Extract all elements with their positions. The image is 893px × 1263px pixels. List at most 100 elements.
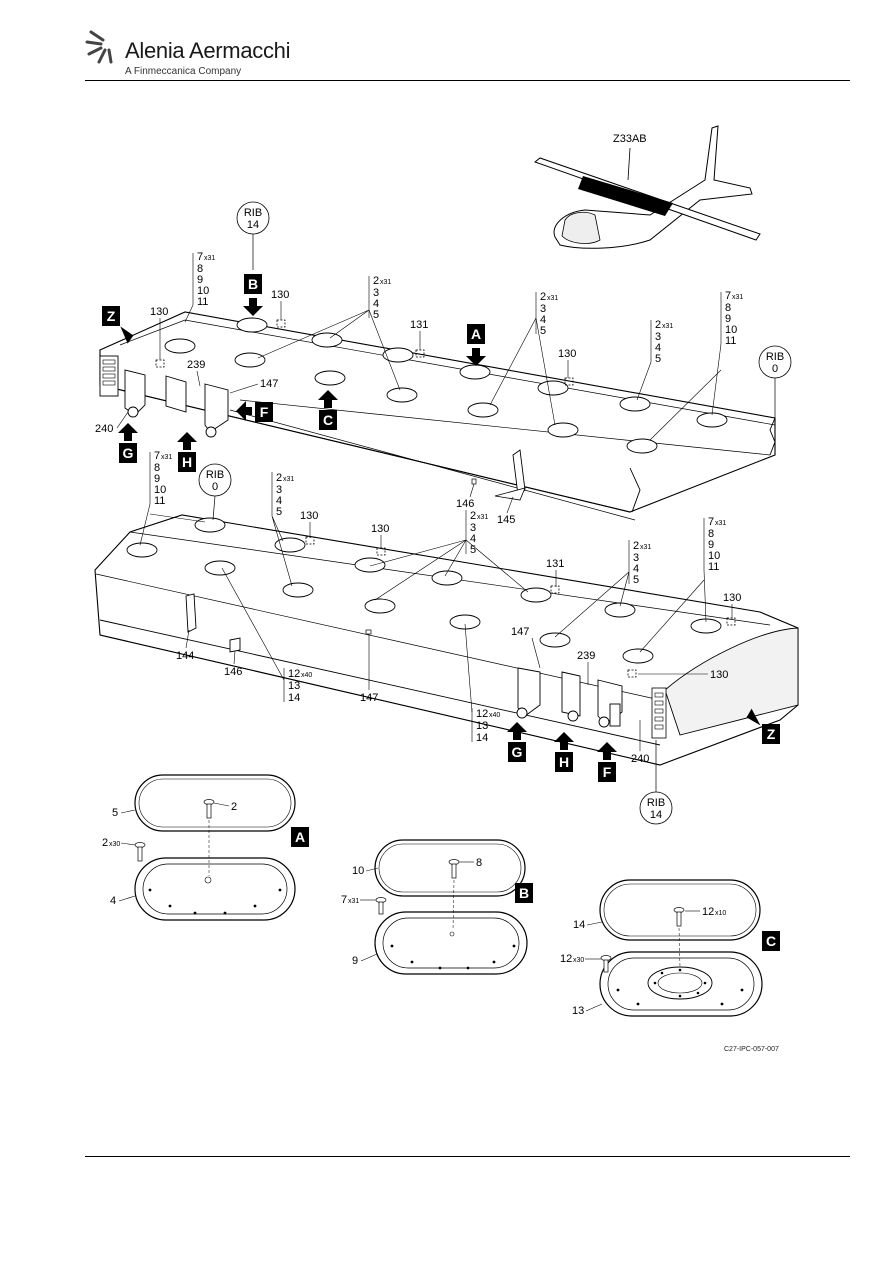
svg-text:RIB: RIB <box>244 207 262 219</box>
svg-text:13: 13 <box>288 680 300 692</box>
svg-text:145: 145 <box>497 514 515 526</box>
svg-text:10: 10 <box>352 865 364 877</box>
svg-text:x31: x31 <box>348 898 359 905</box>
svg-text:x30: x30 <box>573 957 584 964</box>
svg-text:x31: x31 <box>283 476 294 483</box>
svg-text:A: A <box>471 326 481 342</box>
svg-text:130: 130 <box>558 348 576 360</box>
svg-text:8: 8 <box>154 462 160 474</box>
svg-text:3: 3 <box>540 303 546 315</box>
svg-text:x30: x30 <box>109 841 120 848</box>
svg-text:Z: Z <box>107 308 116 324</box>
svg-text:5: 5 <box>540 325 546 337</box>
svg-text:7: 7 <box>708 516 714 528</box>
svg-text:0: 0 <box>212 481 218 493</box>
svg-text:239: 239 <box>577 650 595 662</box>
view-indicators: B A C F G H Z G H F Z <box>102 274 780 782</box>
aircraft-locator: Z33AB <box>533 125 761 249</box>
svg-text:131: 131 <box>546 558 564 570</box>
svg-text:146: 146 <box>456 498 474 510</box>
svg-text:240: 240 <box>95 423 113 435</box>
svg-text:B: B <box>248 276 258 292</box>
svg-text:12: 12 <box>560 953 572 965</box>
svg-text:13: 13 <box>572 1005 584 1017</box>
svg-text:9: 9 <box>154 473 160 485</box>
brand-tagline: A Finmeccanica Company <box>125 66 242 77</box>
svg-text:x31: x31 <box>161 454 172 461</box>
svg-text:x31: x31 <box>732 294 743 301</box>
svg-text:3: 3 <box>470 522 476 534</box>
svg-text:3: 3 <box>373 287 379 299</box>
svg-text:G: G <box>123 445 134 461</box>
svg-text:x40: x40 <box>489 712 500 719</box>
svg-text:130: 130 <box>271 289 289 301</box>
svg-text:239: 239 <box>187 359 205 371</box>
svg-text:x31: x31 <box>204 255 215 262</box>
company-logo-icon <box>85 30 113 64</box>
svg-text:13: 13 <box>476 720 488 732</box>
svg-text:2: 2 <box>470 510 476 522</box>
svg-text:14: 14 <box>247 219 259 231</box>
svg-text:12: 12 <box>476 708 488 720</box>
svg-text:x40: x40 <box>301 672 312 679</box>
svg-text:5: 5 <box>470 544 476 556</box>
svg-text:130: 130 <box>723 592 741 604</box>
svg-text:14: 14 <box>573 919 585 931</box>
svg-text:8: 8 <box>476 857 482 869</box>
svg-text:3: 3 <box>655 331 661 343</box>
svg-text:11: 11 <box>708 561 719 573</box>
svg-text:147: 147 <box>360 692 378 704</box>
svg-text:F: F <box>260 404 269 420</box>
svg-text:4: 4 <box>373 298 379 310</box>
svg-text:4: 4 <box>276 495 282 507</box>
detail-b: B 10 8 7 x31 9 <box>341 839 533 975</box>
svg-text:5: 5 <box>633 574 639 586</box>
svg-text:10: 10 <box>197 285 209 297</box>
svg-text:Z: Z <box>767 726 776 742</box>
svg-text:11: 11 <box>197 296 208 308</box>
svg-text:x31: x31 <box>662 323 673 330</box>
brand-name: Alenia Aermacchi <box>125 38 291 63</box>
svg-text:4: 4 <box>655 342 661 354</box>
svg-text:x31: x31 <box>715 520 726 527</box>
svg-text:2: 2 <box>231 801 237 813</box>
svg-text:2: 2 <box>540 291 546 303</box>
svg-text:9: 9 <box>352 955 358 967</box>
svg-text:RIB: RIB <box>766 351 784 363</box>
svg-text:4: 4 <box>470 533 476 545</box>
svg-text:F: F <box>603 764 612 780</box>
svg-text:7: 7 <box>341 894 347 906</box>
svg-text:B: B <box>519 885 529 901</box>
svg-text:RIB: RIB <box>206 469 224 481</box>
svg-text:x31: x31 <box>547 295 558 302</box>
svg-text:8: 8 <box>725 302 731 314</box>
svg-text:4: 4 <box>110 895 116 907</box>
zone-label: Z33AB <box>613 133 647 145</box>
svg-text:4: 4 <box>540 314 546 326</box>
svg-text:240: 240 <box>631 753 649 765</box>
svg-text:8: 8 <box>708 528 714 540</box>
svg-text:12: 12 <box>702 906 714 918</box>
svg-text:12: 12 <box>288 668 300 680</box>
svg-text:130: 130 <box>710 669 728 681</box>
svg-text:7: 7 <box>197 251 203 263</box>
single-callouts: 130 130 130 131 239 147 240 146 145 130 … <box>95 289 741 765</box>
svg-text:10: 10 <box>154 484 166 496</box>
svg-text:H: H <box>559 754 569 770</box>
svg-text:9: 9 <box>708 539 714 551</box>
svg-text:10: 10 <box>725 324 737 336</box>
svg-text:8: 8 <box>197 263 203 275</box>
svg-text:7: 7 <box>725 290 731 302</box>
svg-text:3: 3 <box>633 552 639 564</box>
svg-text:130: 130 <box>371 523 389 535</box>
svg-text:2: 2 <box>276 472 282 484</box>
detail-c: C 14 12 x10 12 x30 13 <box>560 879 780 1017</box>
detail-a: A 5 2 2 x30 4 <box>102 774 309 921</box>
svg-text:H: H <box>182 454 192 470</box>
svg-text:147: 147 <box>260 378 278 390</box>
svg-text:5: 5 <box>276 506 282 518</box>
svg-text:x31: x31 <box>380 279 391 286</box>
svg-text:C: C <box>766 933 776 949</box>
svg-text:7: 7 <box>154 450 160 462</box>
